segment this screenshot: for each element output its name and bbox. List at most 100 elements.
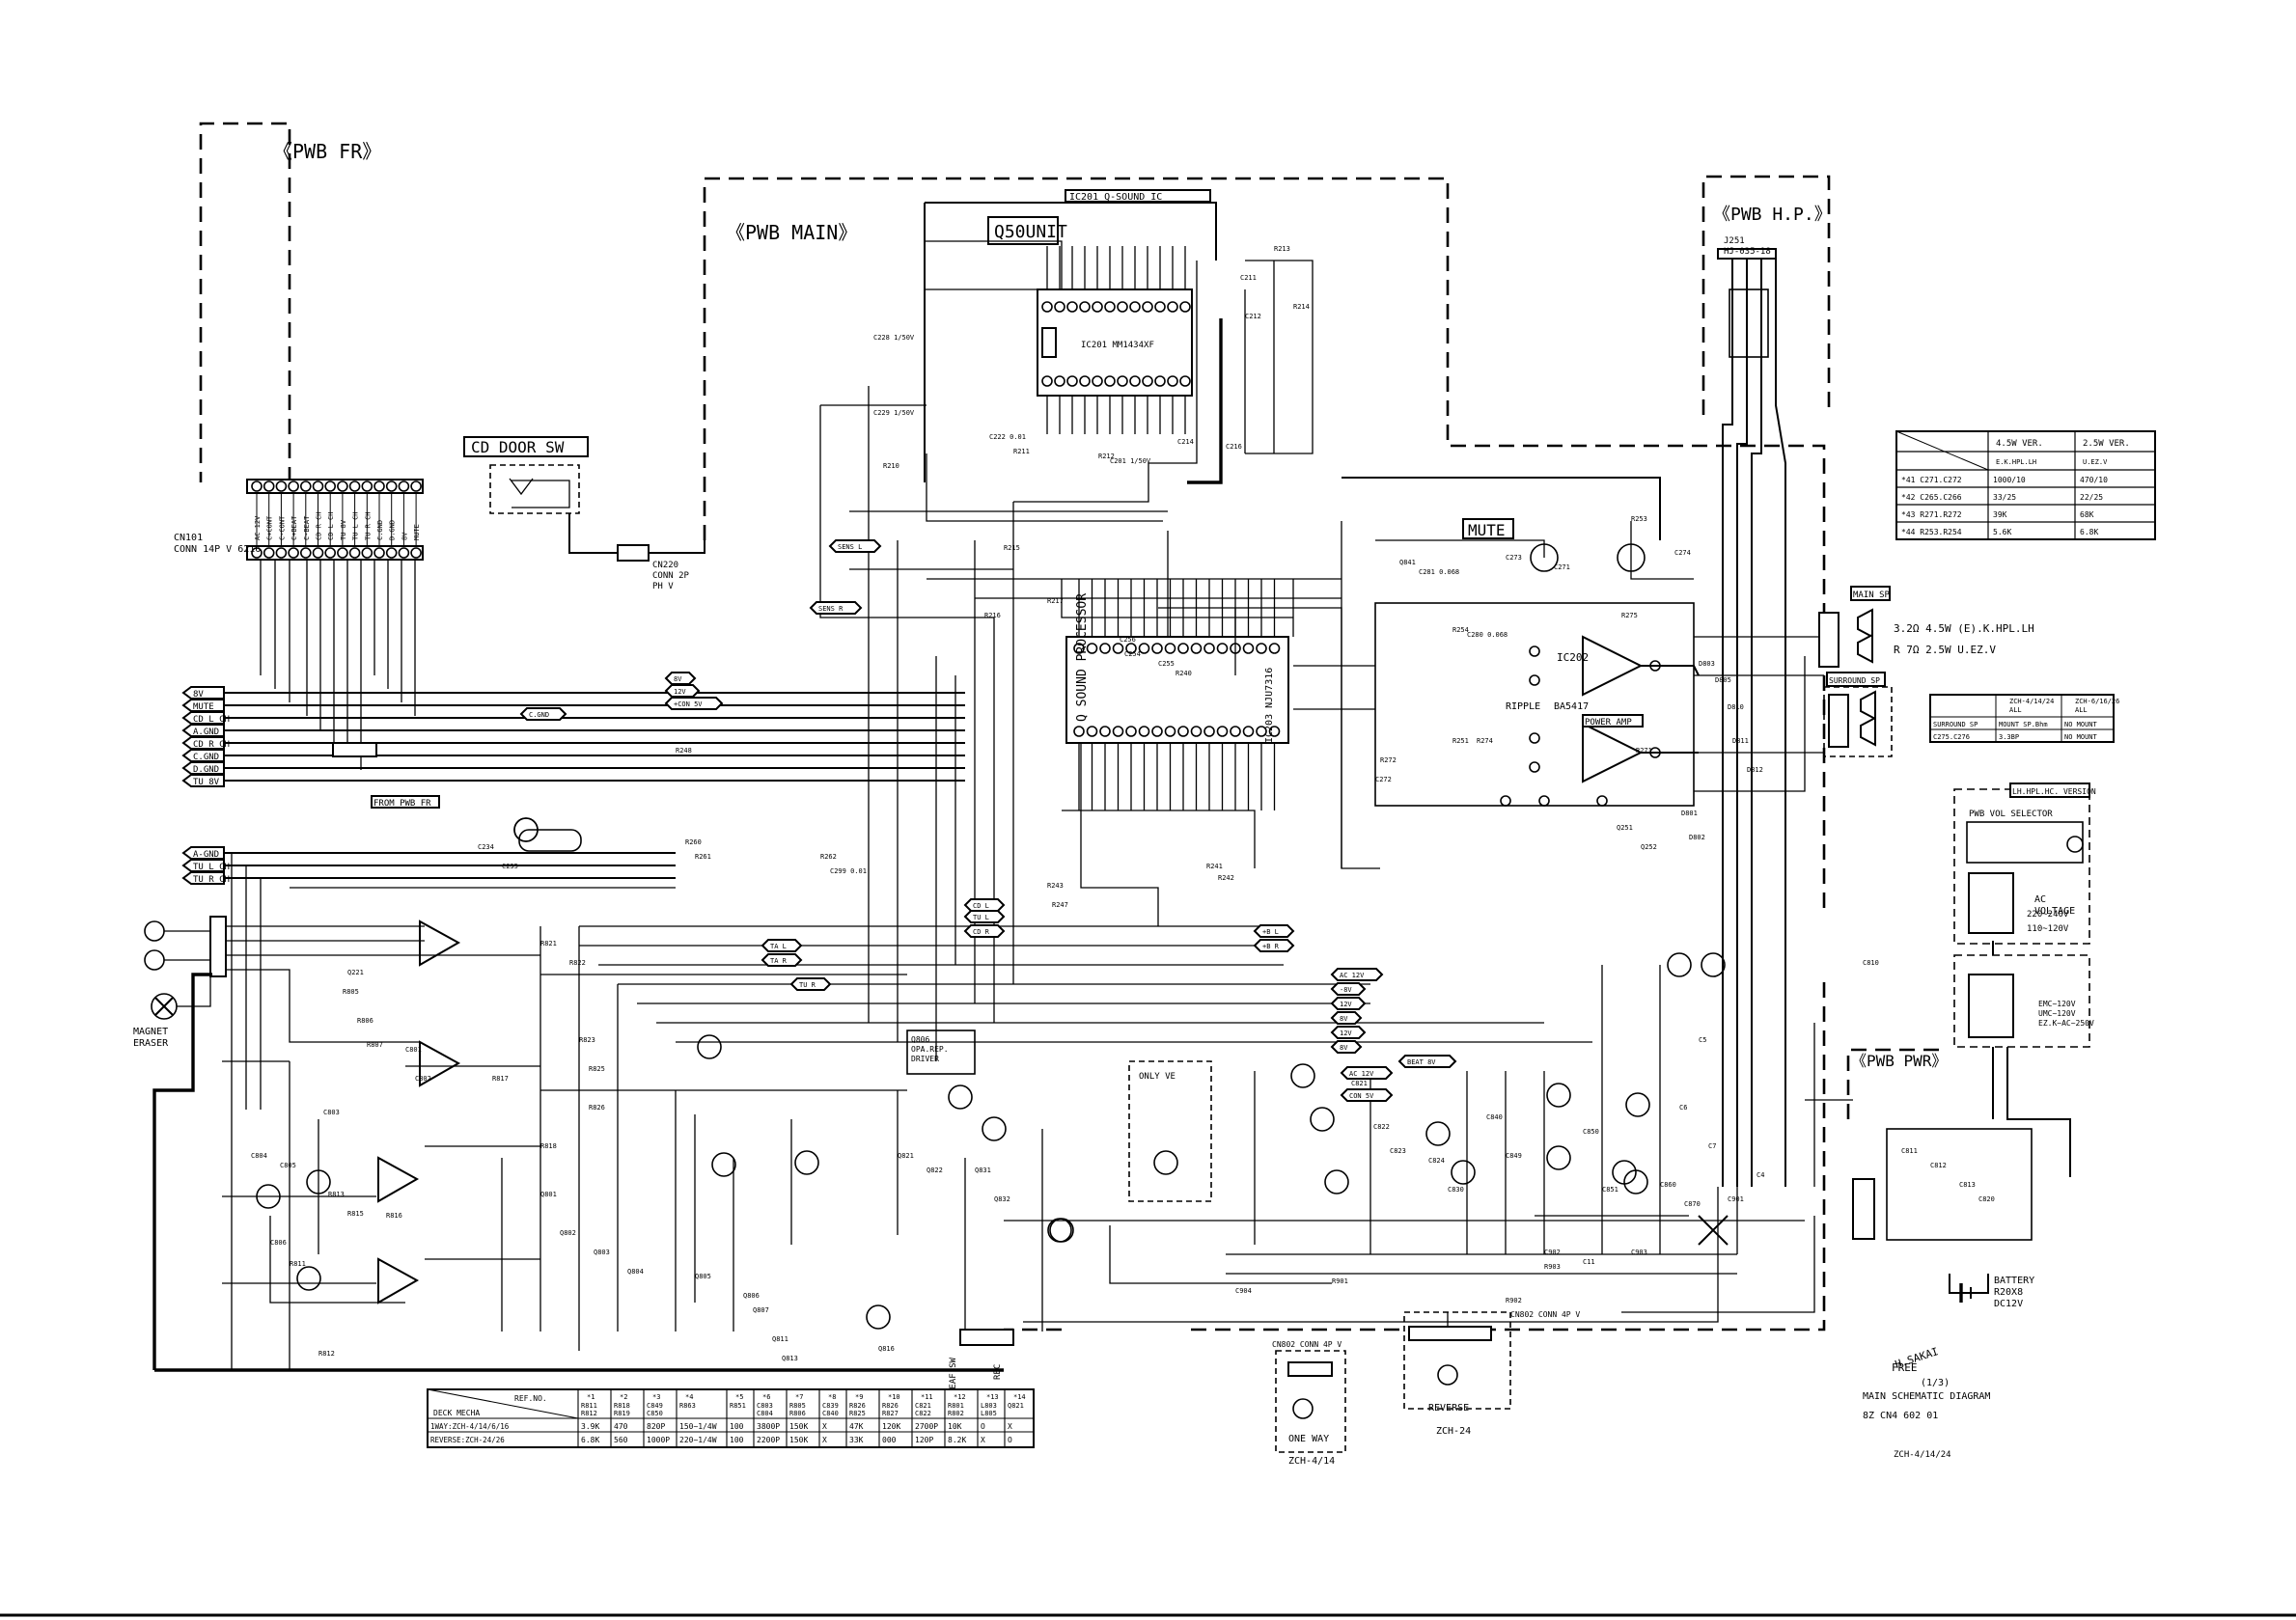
ic202-pin [1529, 761, 1540, 773]
part-ref: Q251 [1617, 824, 1633, 832]
vol-selector-box [1966, 821, 2084, 864]
fr-pin-label: C+CONT [266, 515, 274, 540]
net-label-text: AC 12V [1340, 972, 1365, 979]
ref-col-star: *6 [762, 1393, 770, 1401]
ref-cell: O [981, 1422, 985, 1431]
transformer-out-2 [2006, 1047, 2071, 1177]
part-ref: C281 0.068 [1419, 568, 1459, 576]
fr-pin-label: C-CONT [278, 515, 286, 540]
ic202-pin [1529, 732, 1540, 744]
part-ref: C216 [1226, 443, 1242, 451]
net-label-tag [761, 953, 803, 967]
ref-cell: X [822, 1422, 827, 1431]
net-label-text: -8V [1340, 986, 1352, 994]
sheet-model: ZCH-4/14/24 [1894, 1450, 1951, 1460]
part-ref: C7 [1708, 1142, 1716, 1150]
fr-pin-bottom [263, 547, 275, 559]
only-ve-label: ONLY VE [1139, 1072, 1176, 1082]
fr-pin-bottom [275, 547, 288, 559]
wire-door [568, 513, 618, 554]
ic201-pin-bottom [1054, 375, 1065, 387]
zch-14-label: ZCH-4/14 [1288, 1456, 1335, 1467]
fr-pin-label: 8V [401, 532, 408, 540]
ic203-pin-top [1164, 643, 1176, 654]
part-ref: C803 [323, 1109, 340, 1116]
part-ref: C810 [1863, 959, 1879, 967]
pwb-hp-label: 《PWB H.P.》 [1713, 205, 1832, 225]
pwr-connector [1852, 1178, 1875, 1240]
pwb-hp-outline [1701, 175, 1831, 415]
ver-head: 2.5W VER. [2083, 439, 2130, 449]
net-label-tag [963, 910, 1006, 923]
door-switch-outline [489, 464, 580, 514]
part-ref: R254 [1452, 626, 1469, 634]
fr-pin-bottom [398, 547, 410, 559]
part-ref: C273 [1506, 554, 1522, 562]
ic202-part: BA5417 [1554, 701, 1589, 712]
ripple-label: RIPPLE [1506, 701, 1540, 712]
ver-cell: 22/25 [2080, 493, 2103, 502]
net-label-tag [963, 924, 1006, 938]
ref-cell: 150K [789, 1436, 808, 1444]
transistor-symbol [1425, 1121, 1451, 1146]
part-ref: R806 [357, 1017, 373, 1025]
ic203-pin-top [1177, 643, 1189, 654]
ver-cell: 5.6K [1993, 528, 2011, 536]
ver-cell: 6.8K [2080, 528, 2098, 536]
surround-l-icon [1860, 690, 1876, 721]
transistor-symbol [1612, 1160, 1637, 1185]
main-sp-connector [1818, 612, 1840, 668]
part-ref: Q221 [347, 969, 364, 976]
part-ref: C274 [1674, 549, 1691, 557]
fr-pin-top [251, 481, 263, 492]
ic203-pin-top [1086, 643, 1098, 654]
part-ref: Q805 [695, 1273, 711, 1280]
motor-reverse [1437, 1364, 1458, 1386]
part-ref: R243 [1047, 882, 1064, 890]
fr-pin-bottom [348, 547, 361, 559]
cn802-rev-label: CN802 CONN 4P V [1510, 1310, 1580, 1319]
part-ref: Q832 [994, 1195, 1010, 1203]
part-ref: R812 [318, 1350, 335, 1358]
part-ref: C823 [1390, 1147, 1406, 1155]
part-ref: C902 [1544, 1249, 1561, 1256]
wiring [164, 240, 1853, 1370]
q806-box [906, 1030, 976, 1075]
fr-connector-drops [260, 560, 416, 770]
part-ref: R825 [589, 1065, 605, 1073]
net-label-text: 8V [674, 675, 682, 683]
ic201-pin-top [1092, 301, 1103, 313]
transistor-symbol [1324, 1169, 1349, 1194]
part-ref: R248 [676, 747, 692, 755]
ic201-title: IC201 Q-SOUND IC [1069, 192, 1162, 203]
part-ref: R211 [1013, 448, 1030, 455]
part-ref: R253 [1631, 515, 1647, 523]
ic201-pin-bottom [1066, 375, 1078, 387]
ic201-bracket [925, 202, 1217, 261]
part-ref: Q831 [975, 1167, 991, 1174]
ic203-pin-top [1216, 643, 1229, 654]
part-ref: R903 [1544, 1263, 1561, 1271]
ic203-pin-bottom [1177, 726, 1189, 737]
power-supply-box [1886, 1128, 2033, 1241]
pt101-line-2: UMC~120V [2038, 1009, 2076, 1018]
ic201-pin-top [1117, 301, 1128, 313]
ver-cell: *41 C271.C272 [1901, 476, 1962, 484]
part-ref: C812 [1930, 1162, 1947, 1169]
part-ref: C804 [251, 1152, 267, 1160]
ic203-pin-bottom [1125, 726, 1137, 737]
transistor-symbol [1290, 1063, 1315, 1088]
free-label: FREE [1892, 1361, 1918, 1374]
wire-segment [1062, 810, 1256, 868]
part-ref: C822 [1373, 1123, 1390, 1131]
net-label-text: CD L [973, 902, 989, 910]
